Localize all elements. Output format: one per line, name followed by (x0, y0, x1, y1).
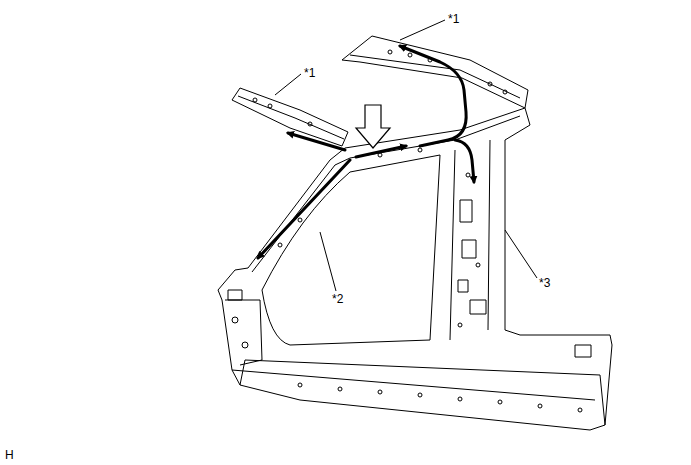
roof-rail (342, 36, 528, 108)
callout-number: *1 (447, 12, 460, 26)
figure-code: H (4, 448, 15, 462)
door-opening (262, 155, 440, 345)
body-side-panel (218, 108, 612, 430)
load-arrows (258, 46, 474, 258)
callout-number: *2 (331, 292, 344, 306)
callout-number: *3 (538, 276, 551, 290)
roof-piece (232, 88, 348, 146)
callout-number: *1 (303, 66, 316, 80)
leader-lines (275, 20, 537, 291)
impact-arrow (356, 105, 390, 148)
